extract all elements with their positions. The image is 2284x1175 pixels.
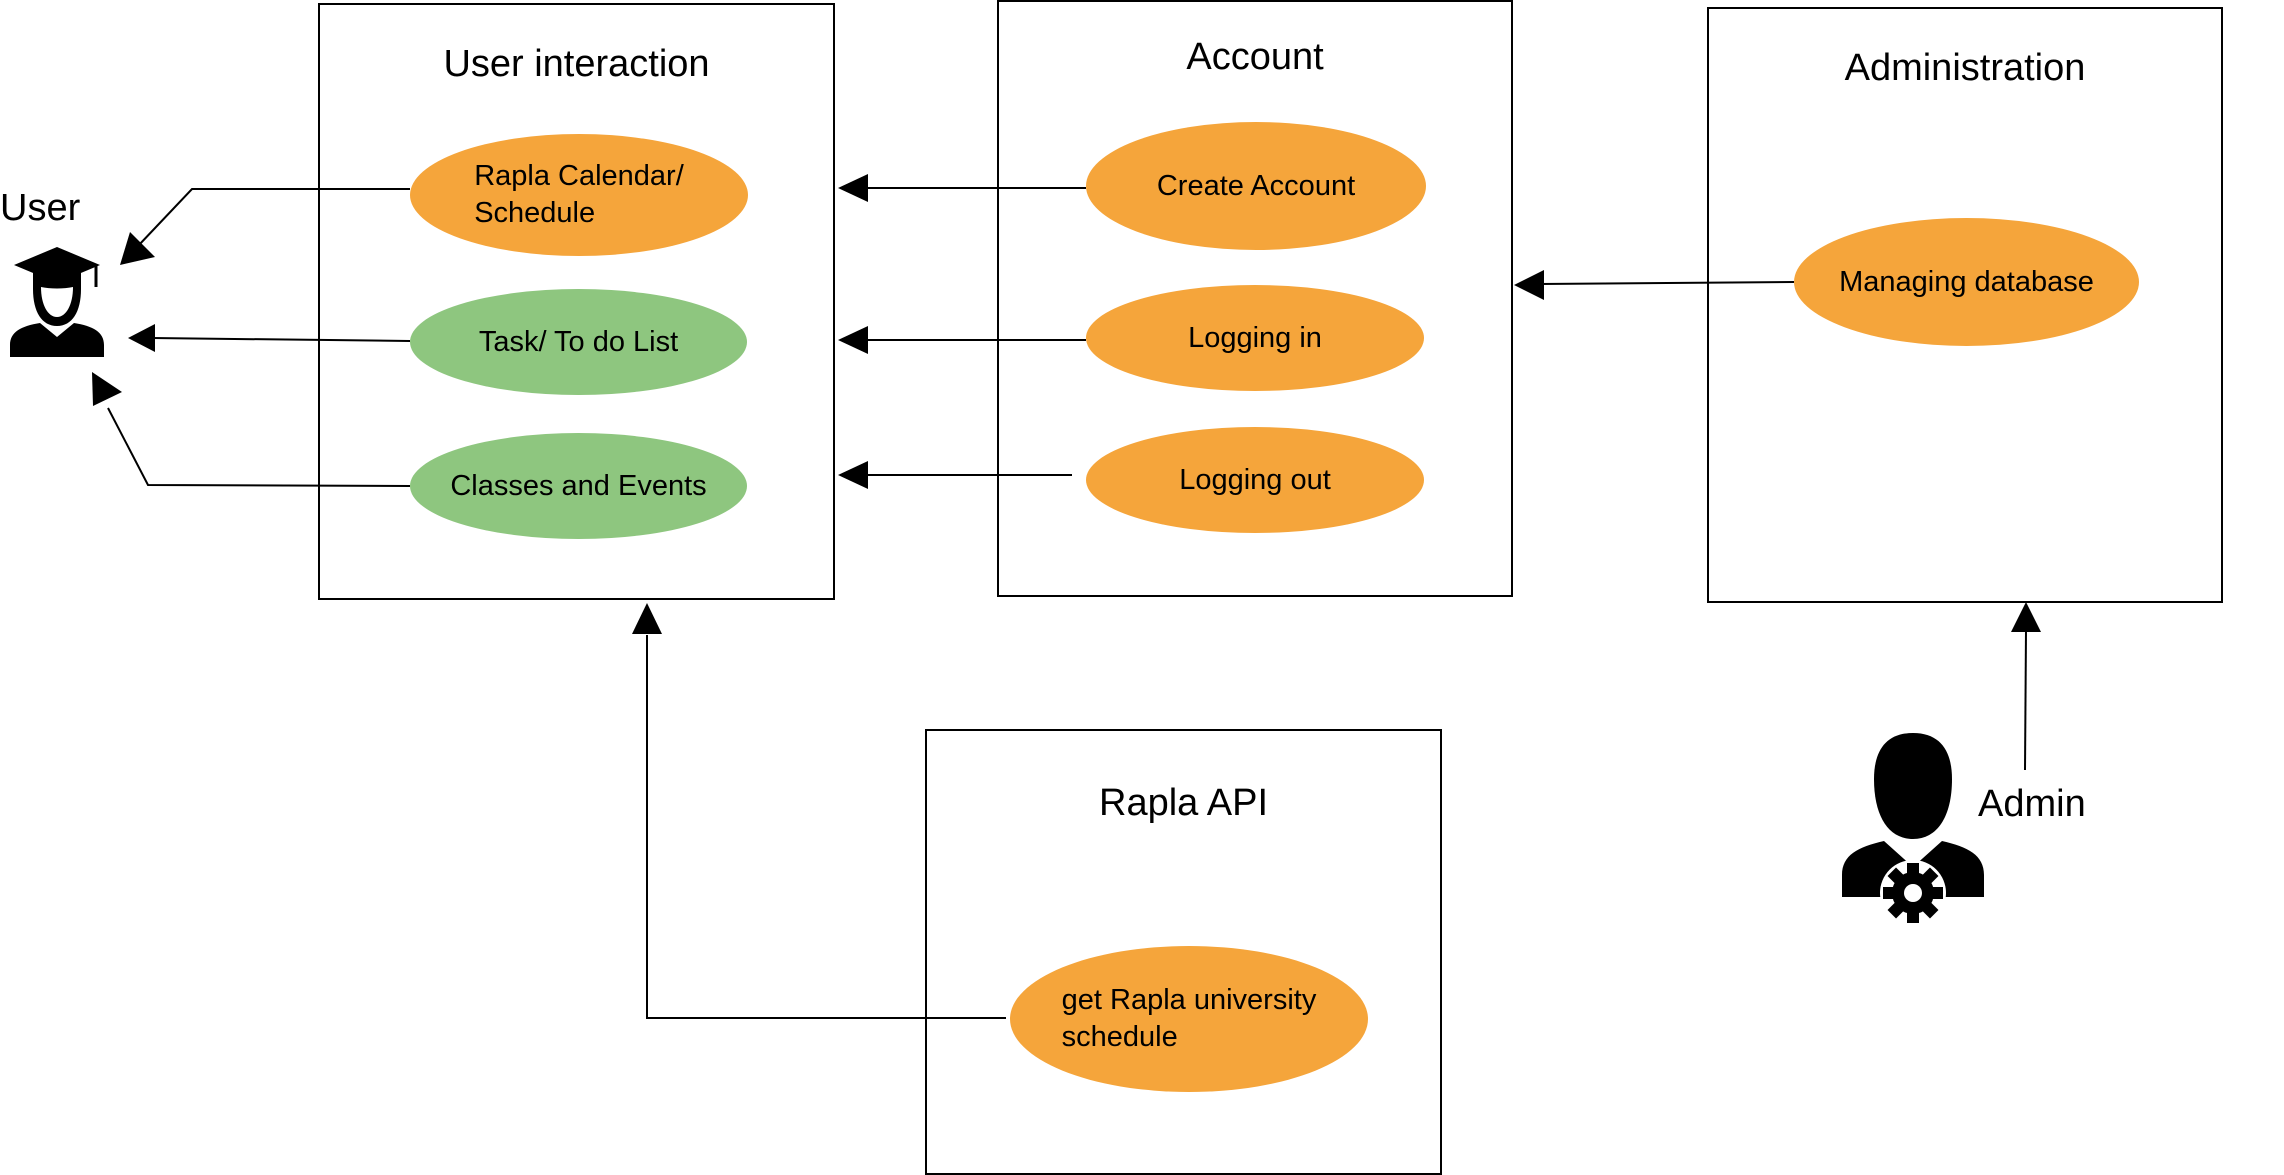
arrowhead-logout-ui <box>838 461 868 489</box>
use-case-create-account[interactable]: Create Account <box>1086 122 1426 250</box>
admin-gear-icon <box>1842 733 1984 925</box>
use-case-label: Logging in <box>1188 321 1322 354</box>
box-title: Account <box>1186 36 1324 78</box>
actor-user-label: User <box>0 187 81 229</box>
arrowhead-admin-administration <box>2011 602 2041 632</box>
use-case-classes-events[interactable]: Classes and Events <box>410 433 747 539</box>
connector-api-to-ui <box>646 635 1006 1019</box>
actor-admin-label: Admin <box>1978 783 2086 825</box>
use-case-logging-out[interactable]: Logging out <box>1086 427 1424 533</box>
use-case-rapla-calendar[interactable]: Rapla Calendar/ Schedule <box>410 134 748 256</box>
connector-task-to-user <box>151 337 411 342</box>
box-account: Account <box>997 0 1513 597</box>
use-case-managing-database[interactable]: Managing database <box>1794 218 2139 346</box>
box-user-interaction: User interaction <box>318 3 835 600</box>
use-case-label: Create Account <box>1156 169 1356 202</box>
use-case-label: Managing database <box>1839 265 2094 298</box>
connector-calendar-to-user <box>137 188 410 247</box>
arrowhead-classes-user <box>92 372 122 406</box>
box-administration: Administration <box>1707 7 2223 603</box>
graduate-user-icon <box>10 247 104 357</box>
arrowhead-create-ui <box>838 174 868 202</box>
connector-admin-to-administration <box>2024 629 2027 771</box>
connector-db-to-account <box>1539 281 1795 285</box>
box-title: Rapla API <box>1099 782 1268 824</box>
arrowhead-task-user <box>128 324 155 352</box>
arrowhead-login-ui <box>838 326 868 354</box>
use-case-get-rapla-schedule[interactable]: get Rapla university schedule <box>1010 946 1368 1092</box>
arrowhead-api-ui <box>632 603 662 634</box>
box-title: User interaction <box>443 43 710 85</box>
use-case-logging-in[interactable]: Logging in <box>1086 285 1424 391</box>
arrowhead-calendar-user <box>120 232 155 265</box>
use-case-label: get Rapla university schedule <box>1061 984 1317 1053</box>
use-case-label: Rapla Calendar/ Schedule <box>474 160 684 229</box>
use-case-label: Task/ To do List <box>478 325 679 358</box>
connector-classes-to-user <box>107 407 411 487</box>
box-title: Administration <box>1844 47 2086 89</box>
use-case-task-todo[interactable]: Task/ To do List <box>410 289 747 395</box>
use-case-label: Classes and Events <box>450 469 707 502</box>
arrowhead-db-account <box>1514 270 1544 300</box>
use-case-label: Logging out <box>1179 463 1331 496</box>
